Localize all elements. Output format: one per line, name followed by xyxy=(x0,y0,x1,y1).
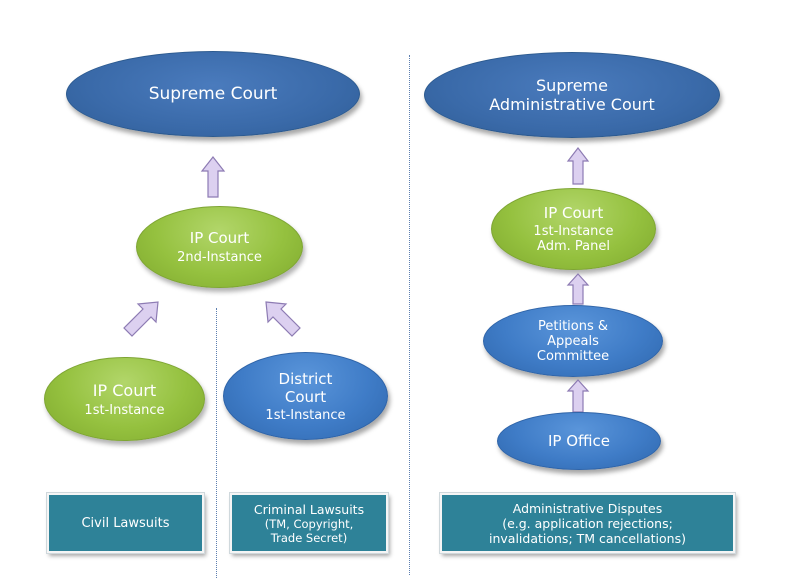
supreme-admin-line-2: Administrative Court xyxy=(489,95,655,114)
criminal-lawsuits-line-1: Criminal Lawsuits xyxy=(253,501,365,517)
arrow-up-icon xyxy=(200,156,226,198)
ip-court-adm-title: IP Court xyxy=(543,204,604,222)
supreme-administrative-court-node: Supreme Administrative Court xyxy=(424,52,720,138)
criminal-lawsuits-line-3: Trade Secret) xyxy=(270,530,348,545)
arrow-up-icon xyxy=(566,147,590,185)
ip-court-1st-title: IP Court xyxy=(92,380,157,400)
ip-court-1st-subtitle: 1st-Instance xyxy=(84,402,165,418)
petitions-appeals-committee-node: Petitions & Appeals Committee xyxy=(483,305,663,377)
civil-lawsuits-label: Civil Lawsuits xyxy=(81,515,170,531)
district-court-title-2: Court xyxy=(284,387,327,406)
civil-lawsuits-box: Civil Lawsuits xyxy=(46,492,205,554)
left-sub-divider xyxy=(216,308,217,578)
arrow-diagonal-up-left-icon xyxy=(265,301,301,337)
ip-court-2nd-subtitle: 2nd-Instance xyxy=(177,250,262,265)
admin-disputes-line-2: (e.g. application rejections; xyxy=(502,515,673,531)
ip-court-2nd-instance-node: IP Court 2nd-Instance xyxy=(136,206,303,288)
ip-court-1st-instance-node: IP Court 1st-Instance xyxy=(44,357,205,441)
ip-court-adm-line-2: Adm. Panel xyxy=(537,239,610,254)
petitions-line-3: Committee xyxy=(536,348,610,364)
arrow-up-icon xyxy=(566,379,590,413)
district-court-subtitle: 1st-Instance xyxy=(265,407,346,423)
criminal-lawsuits-line-2: (TM, Copyright, xyxy=(264,516,354,531)
administrative-disputes-box: Administrative Disputes (e.g. applicatio… xyxy=(439,492,736,554)
admin-disputes-line-3: invalidations; TM cancellations) xyxy=(489,530,686,546)
admin-disputes-line-1: Administrative Disputes xyxy=(512,500,663,516)
petitions-line-2: Appeals xyxy=(547,333,599,349)
supreme-court-node: Supreme Court xyxy=(66,51,360,137)
arrow-diagonal-up-right-icon xyxy=(123,301,159,337)
supreme-court-label: Supreme Court xyxy=(148,84,278,104)
ip-court-2nd-title: IP Court xyxy=(189,229,250,247)
petitions-line-1: Petitions & xyxy=(537,318,609,334)
main-divider xyxy=(409,55,410,575)
arrow-up-icon xyxy=(566,273,590,305)
supreme-admin-line-1: Supreme xyxy=(536,76,608,95)
district-court-node: District Court 1st-Instance xyxy=(223,352,388,440)
district-court-title-1: District xyxy=(278,369,333,388)
ip-office-label: IP Office xyxy=(547,432,611,450)
ip-office-node: IP Office xyxy=(497,412,661,470)
criminal-lawsuits-box: Criminal Lawsuits (TM, Copyright, Trade … xyxy=(229,492,389,554)
ip-court-adm-line-1: 1st-Instance xyxy=(533,224,614,239)
ip-court-adm-panel-node: IP Court 1st-Instance Adm. Panel xyxy=(491,188,656,270)
